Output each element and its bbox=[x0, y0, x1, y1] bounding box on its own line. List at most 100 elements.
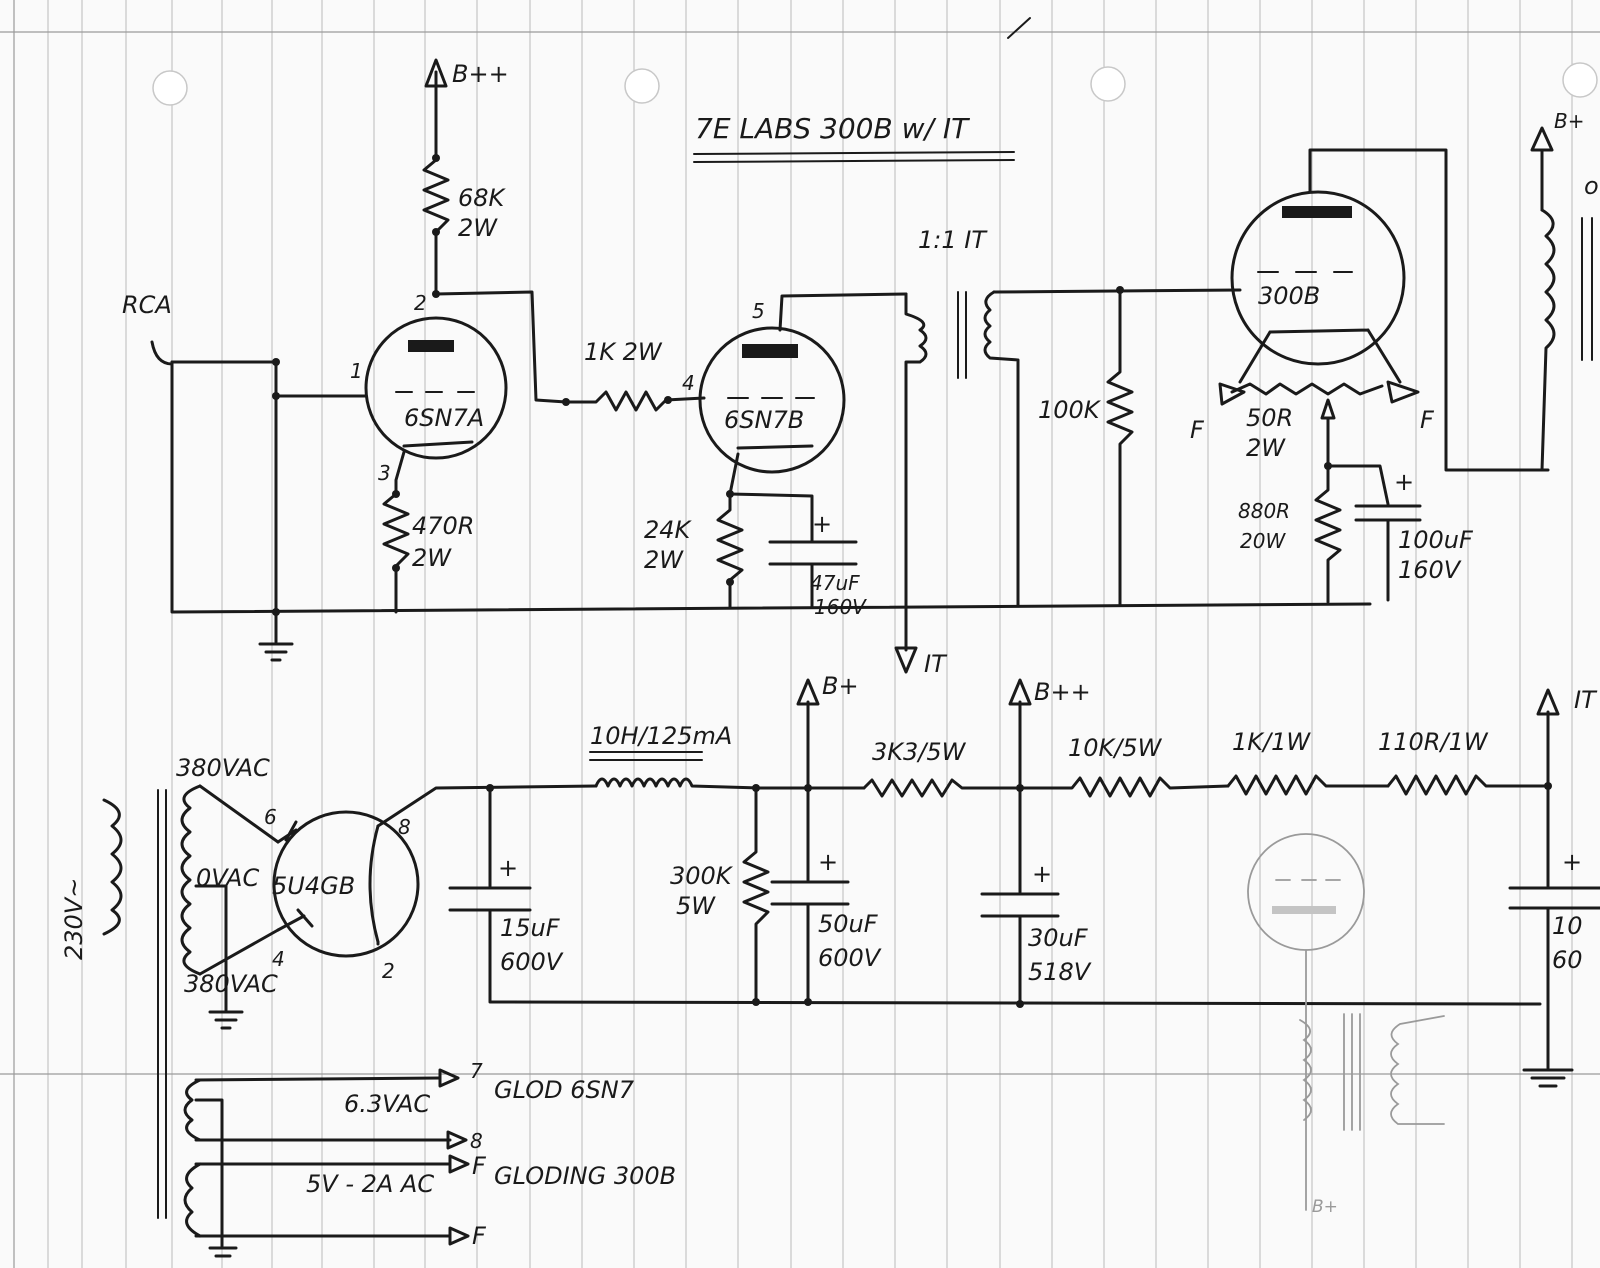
r50r-watt: 2W bbox=[1246, 434, 1286, 462]
power-supply: 230V~ 380VAC 0VAC 380VAC 5U4GB 6 4 8 2 +… bbox=[60, 672, 1600, 1258]
tube-300b-label: 300B bbox=[1258, 282, 1320, 310]
heat-6sn7-label: GLOD 6SN7 bbox=[494, 1076, 635, 1104]
output-transformer-icon bbox=[1540, 208, 1556, 472]
resistor-10k-icon bbox=[1018, 776, 1230, 798]
c-right-value-partial: 10 bbox=[1552, 912, 1583, 940]
c-right-volt-partial: 60 bbox=[1552, 946, 1583, 974]
r24k-value: 24K bbox=[644, 516, 693, 544]
r1k1w-label: 1K/1W bbox=[1232, 728, 1311, 756]
r880r-watt: 20W bbox=[1240, 529, 1286, 553]
it-primary-icon bbox=[904, 292, 928, 612]
heater-winding-300b-icon bbox=[183, 1162, 202, 1238]
rca-jack-icon bbox=[150, 340, 174, 366]
bpp-label: B++ bbox=[1034, 678, 1091, 706]
rect-pin6-label: 6 bbox=[264, 805, 277, 829]
heater-winding-6sn7-icon bbox=[183, 1078, 202, 1142]
pencil-sketch: B+ bbox=[1247, 833, 1445, 1217]
r110r-label: 110R/1W bbox=[1378, 728, 1489, 756]
rectifier-5u4gb-icon bbox=[272, 810, 420, 958]
tube-300b-icon bbox=[1230, 190, 1406, 366]
heat-300b-label: GLODING 300B bbox=[494, 1162, 676, 1190]
binder-hole bbox=[1562, 62, 1598, 98]
binder-hole bbox=[152, 70, 188, 106]
v63-label: 6.3VAC bbox=[344, 1090, 430, 1118]
power-transformer-core bbox=[157, 789, 167, 1219]
rect-pin8-label: 8 bbox=[398, 815, 411, 839]
c47-plus: + bbox=[812, 510, 832, 538]
resistor-50r-icon bbox=[1230, 382, 1384, 396]
title-underline bbox=[693, 159, 1015, 163]
stray-pen-mark bbox=[1007, 17, 1031, 39]
resistor-3k3-icon bbox=[862, 778, 1022, 798]
resistor-1k1w-icon bbox=[1226, 774, 1390, 796]
pin-5-label: 5 bbox=[752, 299, 765, 323]
resistor-68k-icon bbox=[422, 148, 450, 294]
it-arrow-label: IT bbox=[924, 650, 948, 678]
r470r-watt: 2W bbox=[412, 544, 452, 572]
c30-plus: + bbox=[1032, 860, 1052, 888]
c15-plus: + bbox=[498, 854, 518, 882]
c50-plus: + bbox=[818, 848, 838, 876]
binder-hole bbox=[1090, 66, 1126, 102]
f-left-label: F bbox=[1190, 416, 1205, 444]
tube-6sn7b-label: 6SN7B bbox=[724, 406, 804, 434]
r68k-value: 68K bbox=[458, 184, 507, 212]
c100-volt: 160V bbox=[1398, 556, 1462, 584]
r68k-watt: 2W bbox=[458, 214, 498, 242]
it-top-label: IT bbox=[1574, 686, 1598, 714]
ground-icon bbox=[208, 1010, 244, 1030]
pin8b-label: 8 bbox=[470, 1129, 483, 1153]
rect-pin2-label: 2 bbox=[382, 959, 395, 983]
pencil-tube-sketch-icon bbox=[1247, 833, 1365, 951]
c100-plus: + bbox=[1394, 468, 1414, 496]
title-underline bbox=[693, 151, 1015, 155]
mains-label: 230V~ bbox=[60, 878, 88, 960]
pin-2-label: 2 bbox=[414, 291, 427, 315]
pencil-bplus-label: B+ bbox=[1312, 1197, 1338, 1217]
bplus-label: B+ bbox=[822, 672, 859, 700]
it-secondary-icon bbox=[983, 290, 1020, 608]
r50r-value: 50R bbox=[1246, 404, 1293, 432]
c15-value: 15uF bbox=[500, 914, 561, 942]
it-core bbox=[957, 291, 967, 379]
r300k-value: 300K bbox=[670, 862, 734, 890]
c100-value: 100uF bbox=[1398, 526, 1474, 554]
c-right-plus: + bbox=[1562, 848, 1582, 876]
c15-volt: 600V bbox=[500, 948, 564, 976]
rectifier-label: 5U4GB bbox=[272, 872, 355, 900]
c47-volt: 160V bbox=[814, 595, 867, 619]
bplus-arrow-icon bbox=[796, 678, 820, 706]
bpp-supply-arrow-icon bbox=[424, 58, 448, 88]
binder-hole bbox=[624, 68, 660, 104]
r24k-watt: 2W bbox=[644, 546, 684, 574]
r470r-value: 470R bbox=[412, 512, 474, 540]
bpp-arrow-icon bbox=[1008, 678, 1032, 706]
r300k-watt: 5W bbox=[676, 892, 716, 920]
filament-left-arrow-icon bbox=[1218, 382, 1246, 406]
bpp-top-label: B++ bbox=[452, 60, 509, 88]
bplus-right-label: B+ bbox=[1554, 109, 1584, 133]
output-o-partial: o bbox=[1584, 172, 1599, 200]
v380-bot-label: 380VAC bbox=[184, 970, 278, 998]
tube-6sn7a-icon bbox=[364, 316, 508, 460]
it-arrow-icon bbox=[894, 646, 918, 674]
bplus-right-arrow-icon bbox=[1530, 126, 1554, 152]
choke-label: 10H/125mA bbox=[590, 722, 732, 750]
mains-primary-icon bbox=[102, 798, 123, 936]
pin-3-label: 3 bbox=[378, 461, 391, 485]
rca-label: RCA bbox=[122, 291, 172, 319]
pin-4-label: 4 bbox=[682, 371, 695, 395]
rect-pin4-label: 4 bbox=[272, 947, 285, 971]
page-title: 7E LABS 300B w/ IT bbox=[695, 112, 970, 145]
pin8-arrow-icon bbox=[446, 1130, 468, 1150]
r880r-value: 880R bbox=[1238, 499, 1290, 523]
v5-label: 5V - 2A AC bbox=[306, 1170, 434, 1198]
amplifier-stage: B++ 68K 2W RCA 6SN7A 1 2 3 470R bbox=[122, 58, 1599, 678]
f1-label: F bbox=[472, 1152, 487, 1180]
ground-icon bbox=[1522, 1068, 1574, 1088]
pin-1-label: 1 bbox=[350, 359, 363, 383]
it-supply-arrow-icon bbox=[1536, 688, 1560, 716]
f-right-label: F bbox=[1420, 406, 1435, 434]
